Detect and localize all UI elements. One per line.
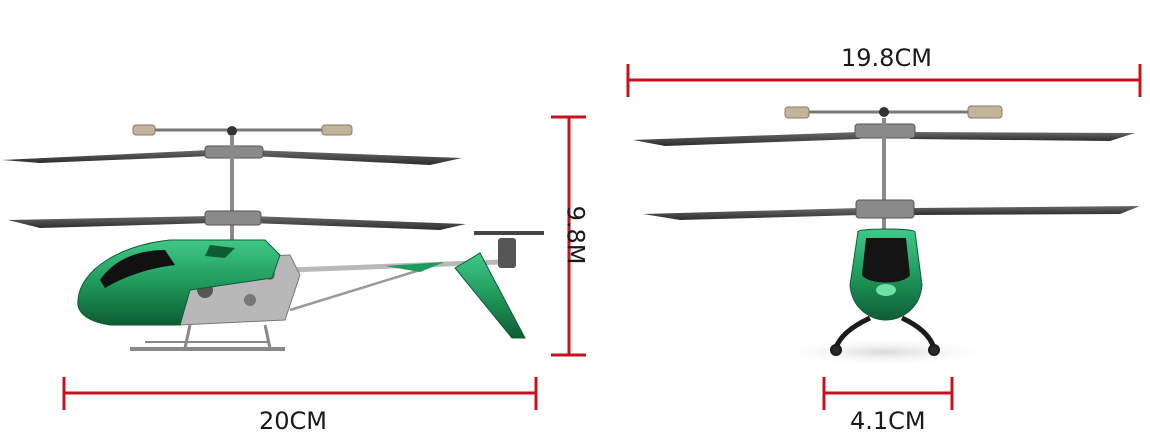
- tail-rotor: [474, 231, 544, 268]
- height-dimension-label: 9.8M: [561, 205, 590, 265]
- dimension-line-skid-width: [822, 377, 954, 410]
- skid-width-dimension-label: 4.1CM: [850, 407, 926, 432]
- tail-fin: [454, 252, 526, 339]
- front-landing-gear: [830, 315, 940, 356]
- width-dimension-label: 19.8CM: [841, 44, 932, 72]
- helicopter-side-view: [2, 124, 544, 351]
- front-flybar: [784, 105, 1003, 119]
- lower-rotor: [8, 210, 466, 230]
- dimension-line-length-bottom: [62, 377, 538, 410]
- helicopter-front-view: [633, 105, 1140, 366]
- ground-shadow: [775, 338, 995, 366]
- side-landing-skid: [130, 324, 285, 351]
- side-canopy: [77, 239, 281, 326]
- dimension-line-width-top: [626, 64, 1142, 97]
- front-canopy: [849, 228, 923, 321]
- dimension-line-height: [551, 115, 586, 357]
- front-lower-rotor: [643, 199, 1140, 220]
- flybar: [132, 124, 353, 136]
- length-dimension-label: 20CM: [259, 407, 328, 432]
